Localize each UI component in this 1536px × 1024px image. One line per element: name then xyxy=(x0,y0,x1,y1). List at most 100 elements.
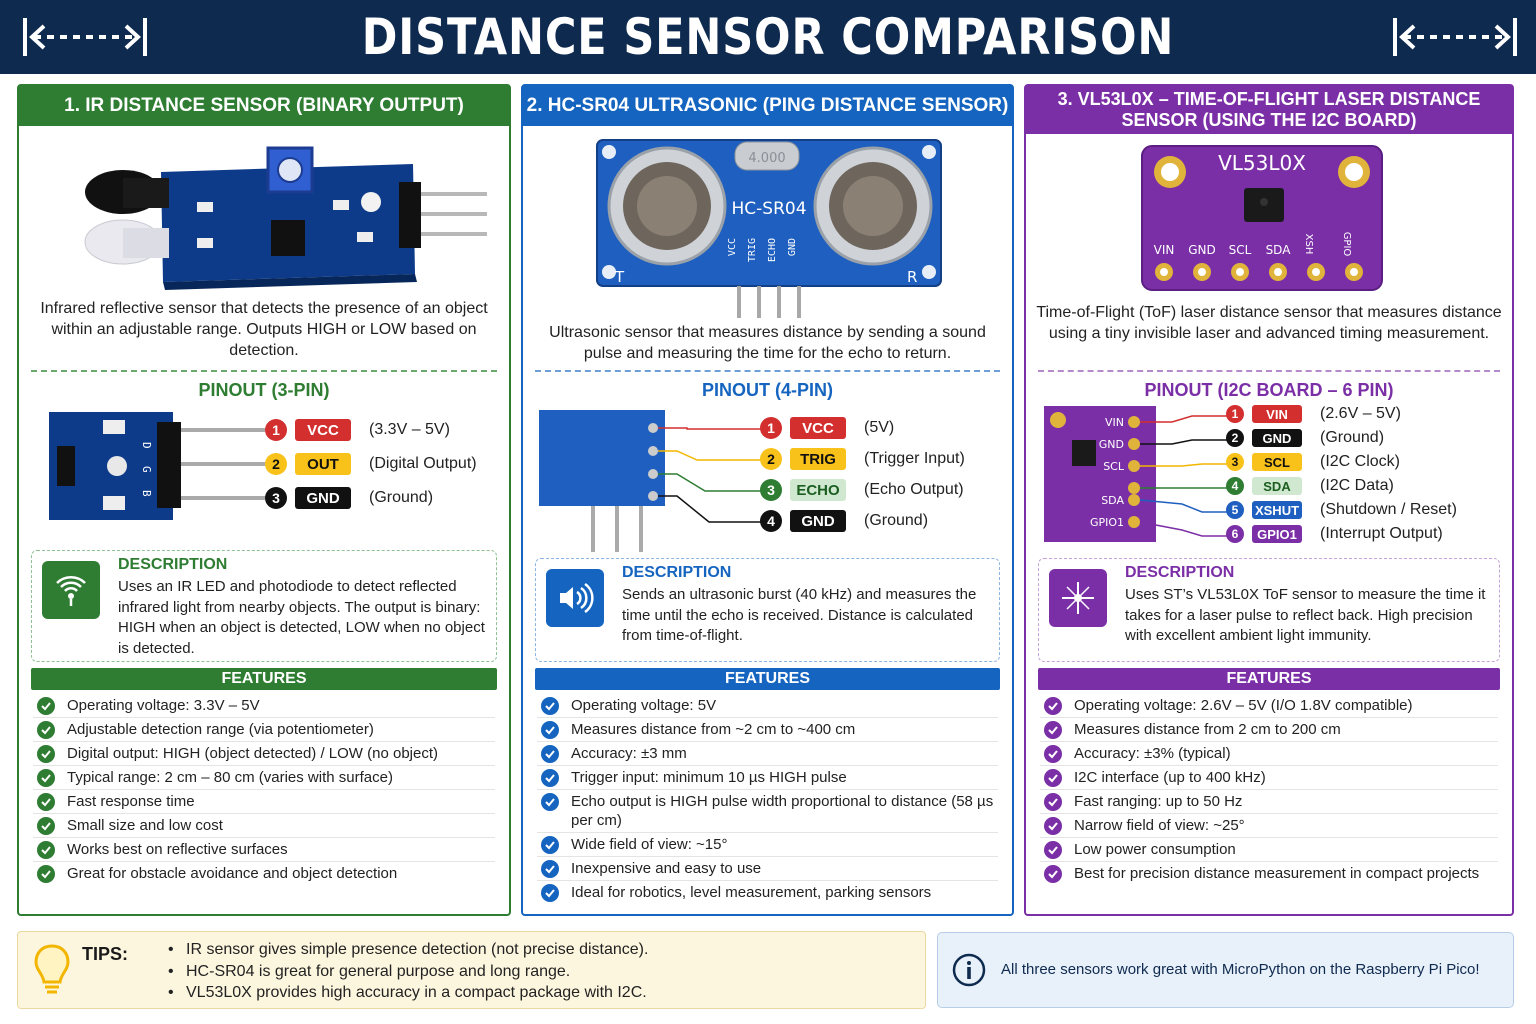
pin-row-trig: 2 TRIG (Trigger Input) xyxy=(760,448,965,470)
sensor-intro: Time-of-Flight (ToF) laser distance sens… xyxy=(1036,304,1502,342)
pin-name: SDA xyxy=(1252,477,1302,495)
feature-item: Ideal for robotics, level measurement, p… xyxy=(537,881,998,904)
pin-row-gnd: 3 GND (Ground) xyxy=(265,487,433,509)
panel-heading: 3. VL53L0X – TIME-OF-FLIGHT LASER DISTAN… xyxy=(1026,86,1512,134)
hc-sr04-pinout-image xyxy=(539,410,769,552)
feature-item: Wide field of view: ~15° xyxy=(537,833,998,857)
ultrasonic-sensor-panel: 2. HC-SR04 ULTRASONIC (PING DISTANCE SEN… xyxy=(521,84,1014,916)
feature-item: Operating voltage: 2.6V – 5V (I/O 1.8V c… xyxy=(1040,694,1498,718)
description-title: DESCRIPTION xyxy=(118,556,228,573)
feature-item: Echo output is HIGH pulse width proporti… xyxy=(537,790,998,833)
pin-description: (I2C Data) xyxy=(1320,477,1394,494)
description-text: Uses ST’s VL53L0X ToF sensor to measure … xyxy=(1125,586,1486,644)
checkmark-icon xyxy=(541,793,559,811)
features-list: Operating voltage: 5V Measures distance … xyxy=(537,694,998,904)
checkmark-icon xyxy=(1044,744,1062,763)
vl53l0x-pinout-image: VIN GND SCL SDA GPIO1 xyxy=(1044,406,1232,542)
description-text: Sends an ultrasonic burst (40 kHz) and m… xyxy=(622,586,977,644)
feature-item: Accuracy: ±3 mm xyxy=(537,742,998,766)
pin-description: (Ground) xyxy=(864,512,929,529)
pin-name: TRIG xyxy=(790,448,846,470)
feature-item: Adjustable detection range (via potentio… xyxy=(33,718,495,742)
pin-number: 2 xyxy=(1226,429,1244,447)
board-label: D xyxy=(140,442,153,449)
ir-pinout-board-image: D G B xyxy=(49,412,265,520)
lightbulb-icon xyxy=(34,944,70,994)
checkmark-icon xyxy=(541,696,559,715)
checkmark-icon xyxy=(37,840,55,859)
feature-item: Works best on reflective surfaces xyxy=(33,838,495,862)
feature-item: Great for obstacle avoidance and object … xyxy=(33,862,495,885)
pin-row-xshut: 5 XSHUT (Shutdown / Reset) xyxy=(1226,501,1457,519)
description-box: DESCRIPTION Uses an IR LED and photodiod… xyxy=(31,550,497,662)
feature-item: Measures distance from 2 cm to 200 cm xyxy=(1040,718,1498,742)
ir-sensor-panel: 1. IR DISTANCE SENSOR (BINARY OUTPUT) In… xyxy=(17,84,511,916)
laser-burst-icon xyxy=(1049,569,1107,627)
features-heading: FEATURES xyxy=(535,668,1000,690)
feature-item: Typical range: 2 cm – 80 cm (varies with… xyxy=(33,766,495,790)
pin-name: VIN xyxy=(1252,405,1302,423)
checkmark-icon xyxy=(37,744,55,763)
pin-number: 3 xyxy=(1226,453,1244,471)
pin-description: (Digital Output) xyxy=(369,455,477,472)
checkmark-icon xyxy=(37,792,55,811)
info-box: All three sensors work great with MicroP… xyxy=(937,932,1514,1008)
feature-item: Fast ranging: up to 50 Hz xyxy=(1040,790,1498,814)
pin-row-sda: 4 SDA (I2C Data) xyxy=(1226,477,1394,495)
tip-item: IR sensor gives simple presence detectio… xyxy=(168,939,648,961)
board-label: G xyxy=(140,466,153,473)
pin-label: ECHO xyxy=(767,238,778,262)
pin-row-gnd: 2 GND (Ground) xyxy=(1226,429,1384,447)
pinout-title: PINOUT (4-PIN) xyxy=(701,380,833,400)
pin-number: 1 xyxy=(265,419,287,441)
page-title: DISTANCE SENSOR COMPARISON xyxy=(361,8,1175,66)
ir-signal-icon xyxy=(42,561,100,619)
pin-number: 4 xyxy=(760,510,782,532)
pin-description: (Ground) xyxy=(1320,429,1385,446)
transmitter-label: T xyxy=(614,268,625,286)
checkmark-icon xyxy=(1044,864,1062,883)
pin-row-gnd: 4 GND (Ground) xyxy=(760,510,928,532)
checkmark-icon xyxy=(541,720,559,739)
checkmark-icon xyxy=(541,768,559,787)
pin-number: 3 xyxy=(265,487,287,509)
pad-label: VIN xyxy=(1154,243,1175,257)
pin-number: 3 xyxy=(760,479,782,501)
checkmark-icon xyxy=(37,720,55,739)
pin-description: (3.3V – 5V) xyxy=(369,421,450,438)
pin-row-out: 2 OUT (Digital Output) xyxy=(265,453,477,475)
feature-item: Operating voltage: 5V xyxy=(537,694,998,718)
pad-label: SCL xyxy=(1229,243,1252,257)
feature-item: Narrow field of view: ~25° xyxy=(1040,814,1498,838)
pin-description: (Interrupt Output) xyxy=(1320,525,1443,542)
pin-number: 2 xyxy=(760,448,782,470)
pad-label: GND xyxy=(1188,243,1216,257)
pin-number: 5 xyxy=(1226,501,1244,519)
pin-row-gpio1: 6 GPIO1 (Interrupt Output) xyxy=(1226,525,1443,543)
pinout-title: PINOUT (I2C BOARD – 6 PIN) xyxy=(1144,380,1394,400)
description-box: DESCRIPTION Sends an ultrasonic burst (4… xyxy=(535,558,1000,662)
divider xyxy=(535,370,1000,372)
model-label: HC-SR04 xyxy=(731,199,806,219)
tips-label: TIPS: xyxy=(82,944,129,964)
description-text: Uses an IR LED and photodiode to detect … xyxy=(118,578,485,657)
pad-label: VIN xyxy=(1105,416,1124,429)
tip-item: HC-SR04 is great for general purpose and… xyxy=(168,961,648,983)
pin-number: 1 xyxy=(1226,405,1244,423)
features-list: Operating voltage: 2.6V – 5V (I/O 1.8V c… xyxy=(1040,694,1498,885)
pin-description: (5V) xyxy=(864,419,895,436)
pin-number: 4 xyxy=(1226,477,1244,495)
pad-label: GPIO xyxy=(1341,232,1352,257)
info-text: All three sensors work great with MicroP… xyxy=(1001,961,1480,978)
checkmark-icon xyxy=(37,816,55,835)
description-title: DESCRIPTION xyxy=(1125,564,1235,581)
pin-name: VCC xyxy=(790,417,846,439)
pin-name: SCL xyxy=(1252,453,1302,471)
checkmark-icon xyxy=(541,835,559,854)
pad-label: SCL xyxy=(1103,460,1125,473)
tip-item: VL53L0X provides high accuracy in a comp… xyxy=(168,982,648,1004)
sensor-intro: Ultrasonic sensor that measures distance… xyxy=(549,324,986,362)
feature-item: Operating voltage: 3.3V – 5V xyxy=(33,694,495,718)
pad-label: GPIO1 xyxy=(1090,516,1124,529)
checkmark-icon xyxy=(1044,720,1062,739)
